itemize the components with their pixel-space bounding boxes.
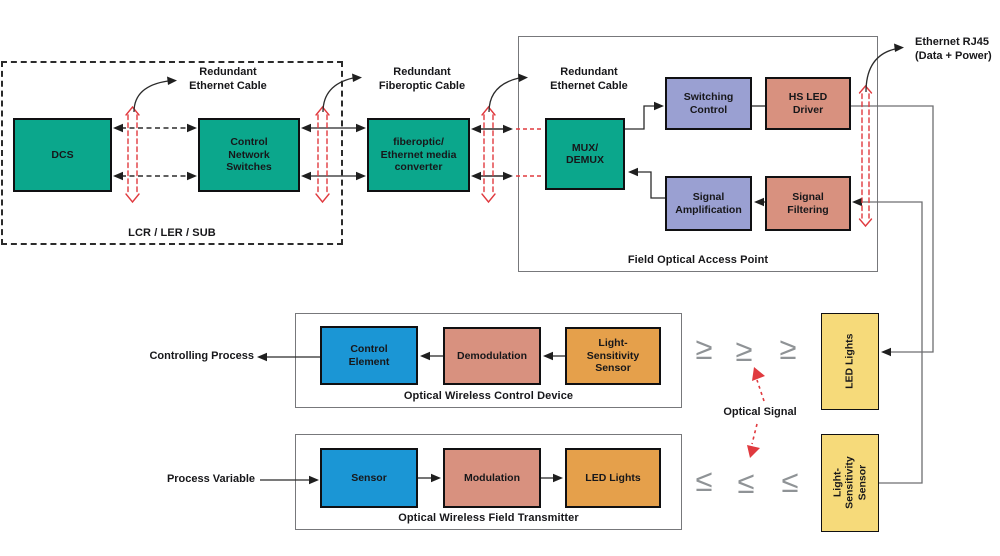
node-led-lights-label: LED Lights [585, 471, 641, 484]
node-light-sensitivity-sensor: Light- Sensitivity Sensor [565, 327, 661, 385]
node-converter-label: fiberoptic/ Ethernet media converter [380, 136, 457, 174]
node-lss-label: Light- Sensitivity Sensor [586, 337, 640, 375]
optical-signal-chevron-left-1: ≤ [695, 463, 713, 498]
optical-signal-chevron-right-2: ≥ [735, 333, 753, 368]
optical-signal-chevron-right-3: ≥ [779, 331, 797, 366]
node-sensor-label: Sensor [351, 471, 387, 484]
container-lcr-ler-sub: LCR / LER / SUB [1, 61, 343, 245]
optical-signal-chevron-left-2: ≤ [737, 465, 755, 500]
node-hs-led-driver-label: HS LED Driver [788, 91, 828, 116]
node-sensor: Sensor [320, 448, 418, 508]
node-control-element-label: Control Element [348, 343, 390, 368]
node-signal-amplification: Signal Amplification [665, 176, 752, 231]
node-control-network-switches: Control Network Switches [198, 118, 300, 192]
optical-signal-chevron-left-3: ≤ [781, 464, 799, 499]
node-mux-demux: MUX/ DEMUX [545, 118, 625, 190]
container-optical-wireless-control-device: Optical Wireless Control Device [295, 313, 682, 408]
node-switching-control-label: Switching Control [683, 91, 734, 116]
container-optical-wireless-field-transmitter: Optical Wireless Field Transmitter [295, 434, 682, 530]
container-owcd-label: Optical Wireless Control Device [403, 390, 574, 402]
container-foap-label: Field Optical Access Point [627, 254, 769, 266]
node-signal-filtering-label: Signal Filtering [787, 191, 829, 216]
node-media-converter: fiberoptic/ Ethernet media converter [367, 118, 470, 192]
node-dcs: DCS [13, 118, 112, 192]
label-controlling-process: Controlling Process [149, 350, 254, 362]
node-modulation: Modulation [443, 448, 541, 508]
label-redundant-ethernet-cable-2: Redundant Ethernet Cable [550, 66, 628, 92]
node-signal-amplification-label: Signal Amplification [675, 191, 742, 216]
node-led-lights-panel: LED Lights [821, 313, 879, 410]
redundant-cable-marker-3 [481, 105, 496, 204]
label-ethernet-rj45: Ethernet RJ45 (Data + Power) [915, 36, 992, 62]
node-led-lights-panel-label: LED Lights [843, 333, 856, 390]
node-demodulation: Demodulation [443, 327, 541, 385]
node-mux-label: MUX/ DEMUX [566, 141, 604, 166]
label-redundant-ethernet-cable-1: Redundant Ethernet Cable [189, 66, 267, 92]
node-signal-filtering: Signal Filtering [765, 176, 851, 231]
node-switching-control: Switching Control [665, 77, 752, 130]
optical-signal-chevron-right-1: ≥ [695, 331, 713, 366]
container-lcr-label: LCR / LER / SUB [128, 227, 216, 239]
label-optical-signal: Optical Signal [723, 406, 797, 418]
container-owft-label: Optical Wireless Field Transmitter [398, 512, 579, 524]
optical-signal-up-arrow [752, 367, 765, 402]
container-field-optical-access-point: Field Optical Access Point [518, 36, 878, 272]
node-led-lights: LED Lights [565, 448, 661, 508]
label-process-variable: Process Variable [166, 473, 255, 485]
node-control-element: Control Element [320, 326, 418, 385]
node-modulation-label: Modulation [464, 471, 520, 484]
node-cns-label: Control Network Switches [226, 136, 272, 174]
node-light-sensitivity-sensor-panel: Light- Sensitivity Sensor [821, 434, 879, 532]
node-hs-led-driver: HS LED Driver [765, 77, 851, 130]
optical-signal-down-arrow [747, 423, 760, 458]
node-lss-panel-label: Light- Sensitivity Sensor [831, 456, 869, 510]
label-redundant-fiberoptic-cable: Redundant Fiberoptic Cable [378, 66, 466, 92]
node-dcs-label: DCS [51, 148, 74, 161]
node-demodulation-label: Demodulation [457, 349, 527, 362]
